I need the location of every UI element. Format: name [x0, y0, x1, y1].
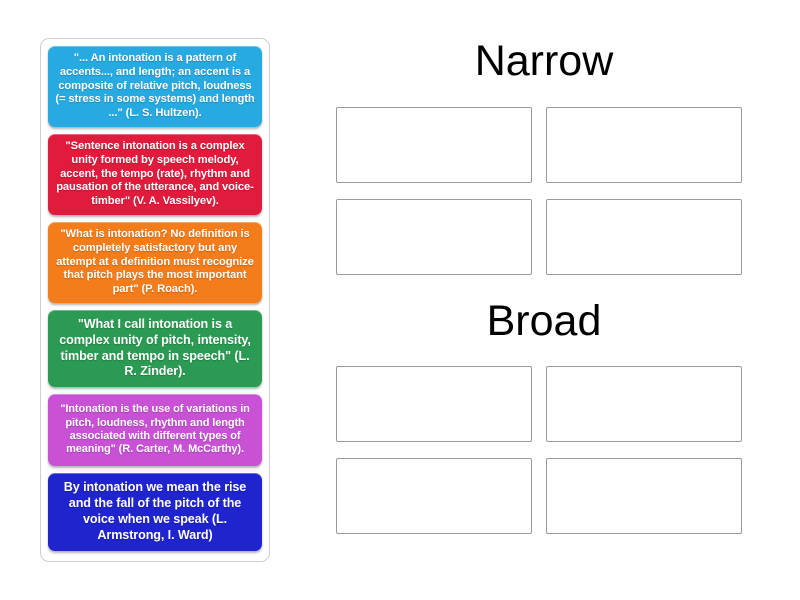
category-narrow: Narrow — [318, 30, 770, 275]
quote-card-roach[interactable]: "What is intonation? No definition is co… — [48, 222, 262, 303]
dropzone-narrow-2[interactable] — [546, 107, 742, 183]
dropzone-narrow-1[interactable] — [336, 107, 532, 183]
category-broad: Broad — [318, 300, 770, 534]
quote-card-text: "Intonation is the use of variations in … — [60, 403, 250, 456]
quote-card-armstrong-ward[interactable]: By intonation we mean the rise and the f… — [48, 473, 262, 551]
dropzone-grid-broad — [318, 366, 770, 534]
category-title-broad: Broad — [486, 297, 602, 345]
category-title-narrow: Narrow — [474, 37, 614, 85]
quote-card-text: By intonation we mean the rise and the f… — [63, 480, 247, 542]
categories-area: Narrow Broad — [318, 30, 770, 566]
draggable-cards-panel[interactable]: "... An intonation is a pattern of accen… — [40, 38, 270, 562]
quote-card-text: "What is intonation? No definition is co… — [56, 228, 254, 295]
quote-card-text: "Sentence intonation is a complex unity … — [56, 140, 254, 207]
dropzone-grid-narrow — [318, 107, 770, 275]
quote-card-text: "What I call intonation is a complex uni… — [59, 316, 251, 379]
quote-card-vassilyev[interactable]: "Sentence intonation is a complex unity … — [48, 134, 262, 215]
dropzone-narrow-3[interactable] — [336, 199, 532, 275]
quote-card-hultzen[interactable]: "... An intonation is a pattern of accen… — [48, 46, 262, 127]
dropzone-broad-1[interactable] — [336, 366, 532, 442]
quote-card-zinder[interactable]: "What I call intonation is a complex uni… — [48, 310, 262, 387]
dropzone-broad-3[interactable] — [336, 458, 532, 534]
quote-card-carter-mccarthy[interactable]: "Intonation is the use of variations in … — [48, 394, 262, 466]
dropzone-narrow-4[interactable] — [546, 199, 742, 275]
dropzone-broad-4[interactable] — [546, 458, 742, 534]
dropzone-broad-2[interactable] — [546, 366, 742, 442]
quote-card-text: "... An intonation is a pattern of accen… — [55, 52, 255, 119]
